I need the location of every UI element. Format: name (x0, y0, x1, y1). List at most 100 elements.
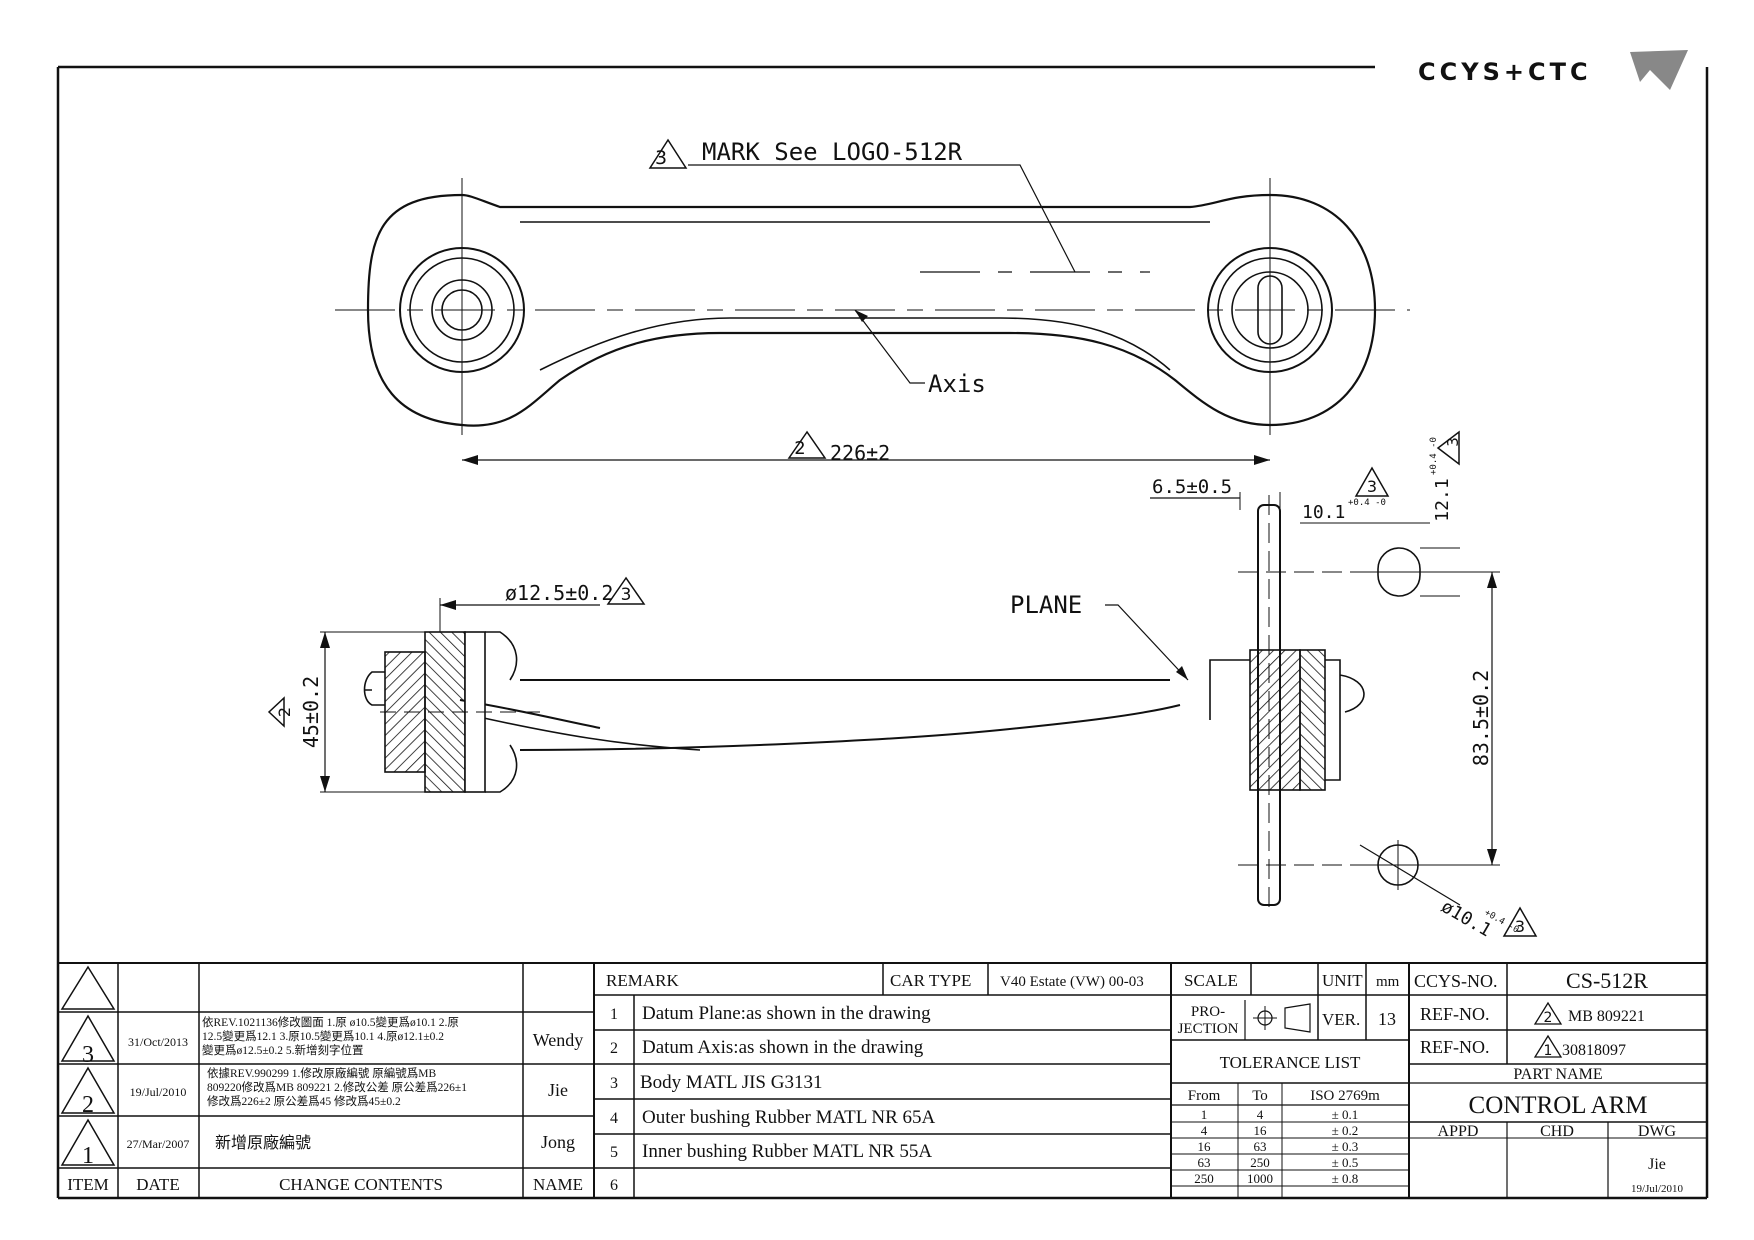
diameter-a-revision: 3 (621, 585, 632, 605)
slot-length-tolerance: +0.4 -0 (1429, 437, 1439, 475)
tol-to-5: 1000 (1247, 1171, 1273, 1186)
remark-no-5: 5 (610, 1144, 618, 1161)
width-dimension: 45±0.2 2 (267, 631, 425, 793)
revision-table: 3 31/Oct/2013 依REV.1021136修改圖面 1.原 ø10.5… (58, 963, 595, 1198)
tol-from-1: 1 (1201, 1107, 1208, 1122)
tol-to-3: 63 (1254, 1139, 1267, 1154)
remark-no-2: 2 (610, 1040, 618, 1057)
center-distance-dimension: 83.5±0.2 (1438, 571, 1500, 866)
revision-name-1: Jong (541, 1132, 575, 1152)
slot-length-value: 12.1 (1432, 478, 1453, 521)
ccys-no-value: CS-512R (1566, 968, 1648, 993)
length-revision: 2 (794, 438, 805, 459)
diameter-a-dimension: ø12.5±0.2 3 (439, 576, 646, 632)
tol-from-2: 4 (1201, 1123, 1208, 1138)
slot-width-tolerance: +0.4 -0 (1348, 498, 1386, 508)
chd-label: CHD (1540, 1123, 1574, 1140)
tol-to-1: 4 (1257, 1107, 1264, 1122)
ref-no-revision-2: 1 (1544, 1043, 1553, 1059)
revision-item-3: 3 (82, 1042, 94, 1068)
remark-text-5: Inner bushing Rubber MATL NR 55A (642, 1141, 932, 1162)
mark-callout: 3 MARK See LOGO-512R (648, 138, 1076, 273)
remark-no-3: 3 (610, 1075, 618, 1092)
width-value: 45±0.2 (299, 676, 323, 748)
logo-text: CCYS+CTC (1418, 58, 1592, 86)
tol-to-4: 250 (1250, 1155, 1270, 1170)
diameter-b-revision: 3 (1515, 917, 1525, 936)
slot-width-dimension: 10.1 +0.4 -0 3 (1300, 466, 1430, 524)
center-distance-value: 83.5±0.2 (1469, 670, 1493, 766)
header-name: NAME (533, 1175, 583, 1194)
remark-header: REMARK (606, 971, 679, 990)
remark-text-1: Datum Plane:as shown in the drawing (642, 1003, 931, 1024)
revision-content-2-line3: 修改爲226±2 原公差爲45 修改爲45±0.2 (207, 1094, 401, 1108)
tol-from-5: 250 (1194, 1171, 1214, 1186)
ver-value: 13 (1378, 1009, 1396, 1029)
revision-item-1: 1 (82, 1143, 94, 1169)
diameter-b-dimension: ø10.1 +0.4 -0 3 (1359, 844, 1538, 941)
length-dimension: 2 226±2 (462, 430, 1270, 465)
tol-header-to: To (1252, 1088, 1268, 1104)
remarks-table: REMARK CAR TYPE V40 Estate (VW) 00-03 1 … (594, 963, 1172, 1198)
tol-value-2: ± 0.2 (1332, 1123, 1359, 1138)
projection-label-1: PRO- (1191, 1004, 1225, 1020)
ref-no-revision-1: 2 (1544, 1010, 1553, 1026)
part-name-value: CONTROL ARM (1469, 1092, 1648, 1119)
plane-callout: PLANE (1010, 591, 1189, 681)
revision-content-3-line1: 依REV.1021136修改圖面 1.原 ø10.5變更爲ø10.1 2.原 (202, 1015, 459, 1029)
tol-header-std: ISO 2769m (1310, 1088, 1380, 1104)
ver-label: VER. (1322, 1010, 1360, 1029)
drawn-by: Jie (1648, 1156, 1666, 1173)
tol-to-2: 16 (1254, 1123, 1268, 1138)
spec-table: SCALE UNIT mm PRO- JECTION VER. 13 TOLER… (1171, 963, 1410, 1198)
tolerance-title: TOLERANCE LIST (1220, 1053, 1361, 1072)
width-revision: 2 (275, 707, 294, 717)
diameter-a-value: ø12.5±0.2 (505, 581, 613, 605)
axis-callout: Axis (854, 309, 986, 398)
mark-label: MARK See LOGO-512R (702, 138, 963, 166)
tol-value-3: ± 0.3 (1332, 1139, 1359, 1154)
ref-no-label-1: REF-NO. (1420, 1004, 1490, 1024)
unit-label: UNIT (1322, 971, 1363, 990)
remark-no-6: 6 (610, 1177, 618, 1194)
revision-date-3: 31/Oct/2013 (128, 1035, 188, 1049)
title-block: 3 31/Oct/2013 依REV.1021136修改圖面 1.原 ø10.5… (58, 962, 1707, 1198)
sheet-border (56, 65, 1709, 1200)
header-date: DATE (136, 1175, 179, 1194)
tol-value-5: ± 0.8 (1332, 1171, 1359, 1186)
revision-item-2: 2 (82, 1092, 94, 1118)
header-item: ITEM (67, 1175, 109, 1194)
ref-no-value-2: 30818097 (1562, 1042, 1626, 1059)
drawn-date: 19/Jul/2010 (1631, 1183, 1683, 1195)
company-logo: CCYS+CTC (1418, 50, 1688, 90)
tol-from-3: 16 (1198, 1139, 1212, 1154)
part-title-block: CCYS-NO. CS-512R REF-NO. 2 MB 809221 REF… (1409, 963, 1707, 1198)
side-view: PLANE ø12.5±0.2 3 45±0.2 2 6.5±0.5 (267, 430, 1538, 941)
revision-content-1-line1: 新增原廠編號 (215, 1133, 311, 1152)
tol-value-4: ± 0.5 (1332, 1155, 1359, 1170)
projection-symbol-icon (1253, 1003, 1311, 1033)
remark-text-4: Outer bushing Rubber MATL NR 65A (642, 1107, 936, 1128)
tol-header-from: From (1188, 1088, 1221, 1104)
car-type-label: CAR TYPE (890, 971, 971, 990)
tol-from-4: 63 (1198, 1155, 1211, 1170)
mark-revision: 3 (655, 147, 667, 169)
header-change-contents: CHANGE CONTENTS (279, 1175, 443, 1194)
revision-name-2: Jie (548, 1080, 568, 1100)
plane-label: PLANE (1010, 591, 1082, 619)
top-view: 3 MARK See LOGO-512R Axis 2 226±2 (335, 138, 1410, 465)
offset-value: 6.5±0.5 (1152, 476, 1232, 498)
revision-date-1: 27/Mar/2007 (127, 1137, 190, 1151)
slot-length-revision: 3 (1444, 437, 1462, 447)
length-value: 226±2 (830, 441, 890, 465)
remark-no-4: 4 (610, 1110, 618, 1127)
car-type-value: V40 Estate (VW) 00-03 (1000, 974, 1144, 990)
appd-label: APPD (1438, 1123, 1479, 1140)
revision-name-3: Wendy (533, 1030, 584, 1050)
slot-width-value: 10.1 (1302, 502, 1345, 523)
scale-label: SCALE (1184, 971, 1238, 990)
revision-content-3-line2: 12.5變更爲12.1 3.原10.5變更爲10.1 4.原ø12.1±0.2 (202, 1029, 444, 1043)
remark-text-2: Datum Axis:as shown in the drawing (642, 1037, 924, 1058)
revision-date-2: 19/Jul/2010 (130, 1085, 187, 1099)
